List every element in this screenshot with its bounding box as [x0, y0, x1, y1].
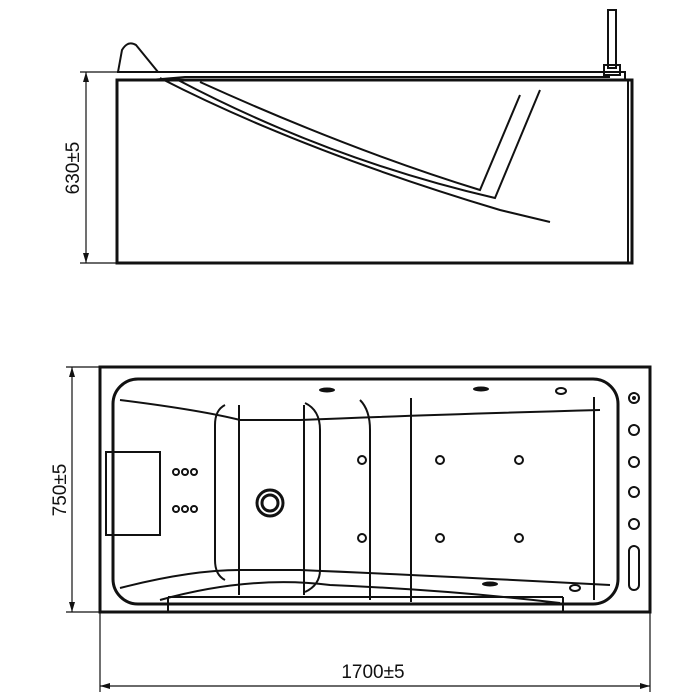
control-button-icon[interactable] [628, 424, 640, 436]
basin-lower-contour [119, 569, 611, 589]
control-panel [628, 392, 640, 591]
jet-icon [181, 468, 189, 476]
faucet-base [603, 64, 621, 76]
jet-icon [514, 455, 524, 465]
side-view: 630±5 [63, 9, 634, 265]
pillow-jet-icon [473, 386, 489, 392]
jet-icon [435, 455, 445, 465]
control-knob-center [632, 396, 636, 400]
top-view: 750±5 1700±5 [50, 365, 652, 692]
jet-icon [190, 505, 198, 513]
jets [172, 455, 524, 543]
step-contour [159, 581, 561, 604]
jet-icon [172, 505, 180, 513]
basin-upper-contour [119, 399, 601, 421]
control-button-icon[interactable] [628, 486, 640, 498]
height-label: 630±5 [63, 142, 84, 195]
tub-basin [111, 377, 620, 606]
jet-icon [514, 533, 524, 543]
jet-icon [435, 533, 445, 543]
control-slot-icon [628, 545, 640, 591]
tub-inner-profile [177, 79, 541, 200]
tub-inner-profile-2 [199, 81, 521, 192]
faucet-icon [607, 9, 617, 69]
tub-floor-profile [159, 77, 551, 223]
side-rim [117, 71, 626, 80]
jet-icon [190, 468, 198, 476]
jet-icon [181, 505, 189, 513]
headrest-pillow [105, 451, 161, 536]
control-button-icon[interactable] [628, 456, 640, 468]
pillow-jet-icon [482, 581, 498, 587]
light-icon [555, 387, 567, 395]
drain-icon [255, 488, 285, 518]
light-icon [569, 584, 581, 592]
seat-right [304, 402, 321, 593]
jet-icon [357, 455, 367, 465]
seat-left [214, 404, 226, 581]
width-label: 750±5 [50, 464, 71, 517]
side-body [115, 78, 634, 265]
length-label: 1700±5 [341, 662, 404, 683]
backrest-line [359, 399, 371, 600]
side-headrest [117, 42, 159, 73]
pillow-jet-icon [319, 387, 335, 393]
control-knob-icon[interactable] [628, 392, 640, 404]
jet-icon [357, 533, 367, 543]
control-button-icon[interactable] [628, 518, 640, 530]
top-outer-rim [98, 365, 652, 614]
jet-icon [172, 468, 180, 476]
